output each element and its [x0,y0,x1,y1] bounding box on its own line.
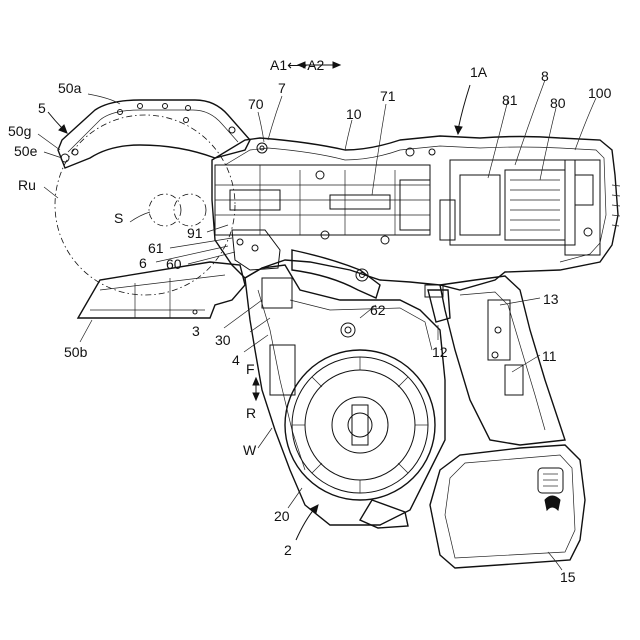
leader-lines [38,80,596,570]
label-61: 61 [148,240,164,256]
wire-reel [285,350,435,528]
label-91: 91 [187,225,203,241]
label-1A: 1A [470,64,488,80]
label-8: 8 [541,68,549,84]
label-50e: 50e [14,143,38,159]
direction-arrow-FR [253,378,259,400]
label-A1A2: A1⟷A2 [270,57,325,73]
label-F: F [246,361,255,377]
label-4: 4 [232,352,240,368]
label-20: 20 [274,508,290,524]
label-15: 15 [560,569,576,585]
motor-unit [440,160,600,255]
label-50a: 50a [58,80,82,96]
magazine-housing [245,265,445,525]
label-7: 7 [278,80,286,96]
label-60: 60 [166,256,182,272]
label-11: 11 [542,348,557,364]
feed-unit-internals [215,143,435,270]
label-W: W [243,442,257,458]
battery-pack [430,445,585,568]
label-80: 80 [550,95,566,111]
arrow-1A-head [455,126,462,134]
label-100: 100 [588,85,612,101]
label-50g: 50g [8,123,31,139]
label-5: 5 [38,100,46,116]
label-70: 70 [248,96,264,112]
label-71: 71 [380,88,396,104]
label-50b: 50b [64,344,88,360]
label-R: R [246,405,256,421]
arrow-1A [458,85,470,130]
arrow-2-head [310,505,318,513]
lower-curl-guide [78,262,245,318]
label-3: 3 [192,323,200,339]
label-81: 81 [502,92,518,108]
label-S: S [114,210,123,226]
label-2: 2 [284,542,292,558]
arrow-2 [296,508,315,540]
label-13: 13 [543,291,559,307]
label-62: 62 [370,302,386,318]
label-Ru: Ru [18,177,36,193]
label-30: 30 [215,332,231,348]
bending-link [292,250,380,337]
label-6: 6 [139,255,147,271]
label-12: 12 [432,344,448,360]
label-10: 10 [346,106,362,122]
